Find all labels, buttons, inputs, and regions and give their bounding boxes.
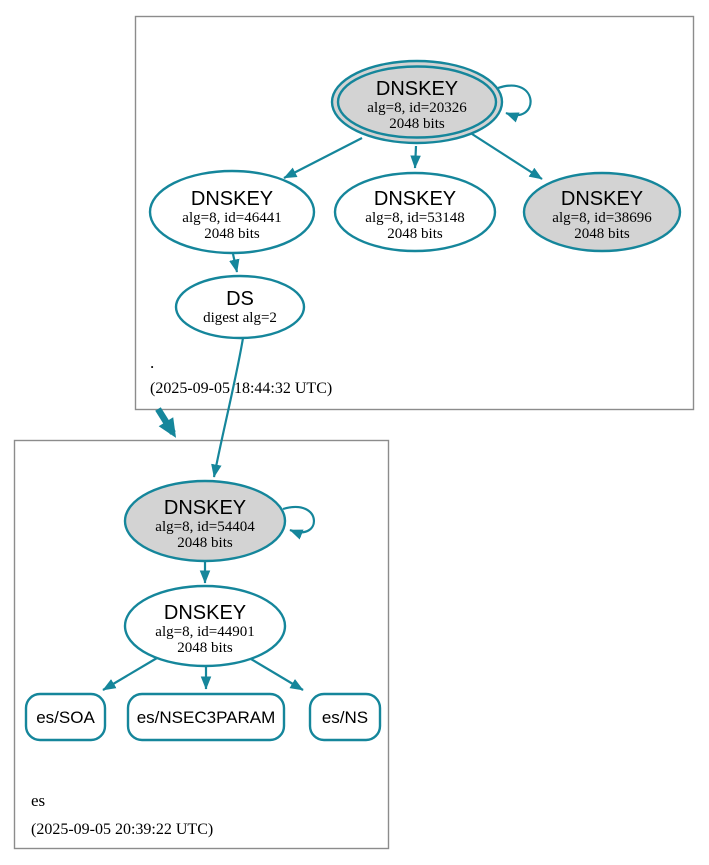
node-dnskey-44901-bits: 2048 bits bbox=[177, 640, 233, 656]
node-dnskey-20326: DNSKEY alg=8, id=20326 2048 bits bbox=[330, 59, 504, 145]
node-dnskey-38696-alg: alg=8, id=38696 bbox=[552, 210, 652, 226]
node-dnskey-54404: DNSKEY alg=8, id=54404 2048 bits bbox=[123, 479, 287, 563]
node-rrset-es-soa: es/SOA bbox=[24, 692, 107, 742]
node-dnskey-53148-title: DNSKEY bbox=[374, 188, 456, 210]
node-dnskey-38696-bits: 2048 bits bbox=[574, 226, 630, 242]
node-dnskey-44901-title: DNSKEY bbox=[164, 602, 246, 624]
zone-label-root: . bbox=[150, 353, 154, 372]
node-dnskey-20326-bits: 2048 bits bbox=[389, 116, 445, 132]
edge-ksk-es-self-sign bbox=[282, 506, 315, 540]
node-dnskey-53148: DNSKEY alg=8, id=53148 2048 bits bbox=[333, 171, 497, 253]
edge-ksk-root-to-zsk-46441 bbox=[283, 137, 363, 179]
edge-delegation-root-to-es bbox=[155, 407, 177, 438]
node-dnskey-46441-title: DNSKEY bbox=[191, 188, 273, 210]
node-dnskey-38696: DNSKEY alg=8, id=38696 2048 bits bbox=[522, 171, 682, 253]
node-ds-digest: digest alg=2 bbox=[203, 310, 277, 326]
node-ds-title: DS bbox=[226, 288, 254, 310]
rrset-es-nsec3param-label: es/NSEC3PARAM bbox=[137, 708, 276, 727]
edge-ksk-root-to-dnskey-53148 bbox=[410, 145, 421, 169]
node-dnskey-53148-alg: alg=8, id=53148 bbox=[365, 210, 464, 226]
edge-ksk-root-self-sign bbox=[497, 84, 532, 123]
node-ds: DS digest alg=2 bbox=[174, 274, 306, 340]
node-dnskey-44901-alg: alg=8, id=44901 bbox=[155, 624, 254, 640]
edge-zsk-es-to-soa bbox=[102, 657, 158, 691]
node-dnskey-46441-bits: 2048 bits bbox=[204, 226, 260, 242]
node-dnskey-20326-title: DNSKEY bbox=[376, 78, 458, 100]
node-dnskey-20326-alg: alg=8, id=20326 bbox=[367, 100, 467, 116]
node-dnskey-54404-bits: 2048 bits bbox=[177, 535, 233, 551]
rrset-es-soa-label: es/SOA bbox=[36, 708, 95, 727]
edge-ds-to-ksk-es bbox=[211, 337, 245, 478]
node-dnskey-44901: DNSKEY alg=8, id=44901 2048 bits bbox=[123, 584, 287, 668]
node-dnskey-38696-title: DNSKEY bbox=[561, 188, 643, 210]
edge-zsk-es-to-ns bbox=[250, 658, 304, 691]
node-rrset-es-ns: es/NS bbox=[308, 692, 382, 742]
rrset-es-ns-label: es/NS bbox=[322, 708, 368, 727]
edge-ksk-root-to-dnskey-38696 bbox=[471, 133, 543, 180]
node-dnskey-54404-alg: alg=8, id=54404 bbox=[155, 519, 255, 535]
zone-label-es: es bbox=[31, 791, 45, 810]
node-dnskey-46441: DNSKEY alg=8, id=46441 2048 bits bbox=[148, 169, 316, 255]
node-dnskey-46441-alg: alg=8, id=46441 bbox=[182, 210, 281, 226]
edge-zsk-46441-to-ds bbox=[229, 253, 240, 273]
node-dnskey-53148-bits: 2048 bits bbox=[387, 226, 443, 242]
zone-timestamp-es: (2025-09-05 20:39:22 UTC) bbox=[31, 821, 213, 838]
node-rrset-es-nsec3param: es/NSEC3PARAM bbox=[126, 692, 286, 742]
zone-timestamp-root: (2025-09-05 18:44:32 UTC) bbox=[150, 380, 332, 397]
node-dnskey-54404-title: DNSKEY bbox=[164, 497, 246, 519]
